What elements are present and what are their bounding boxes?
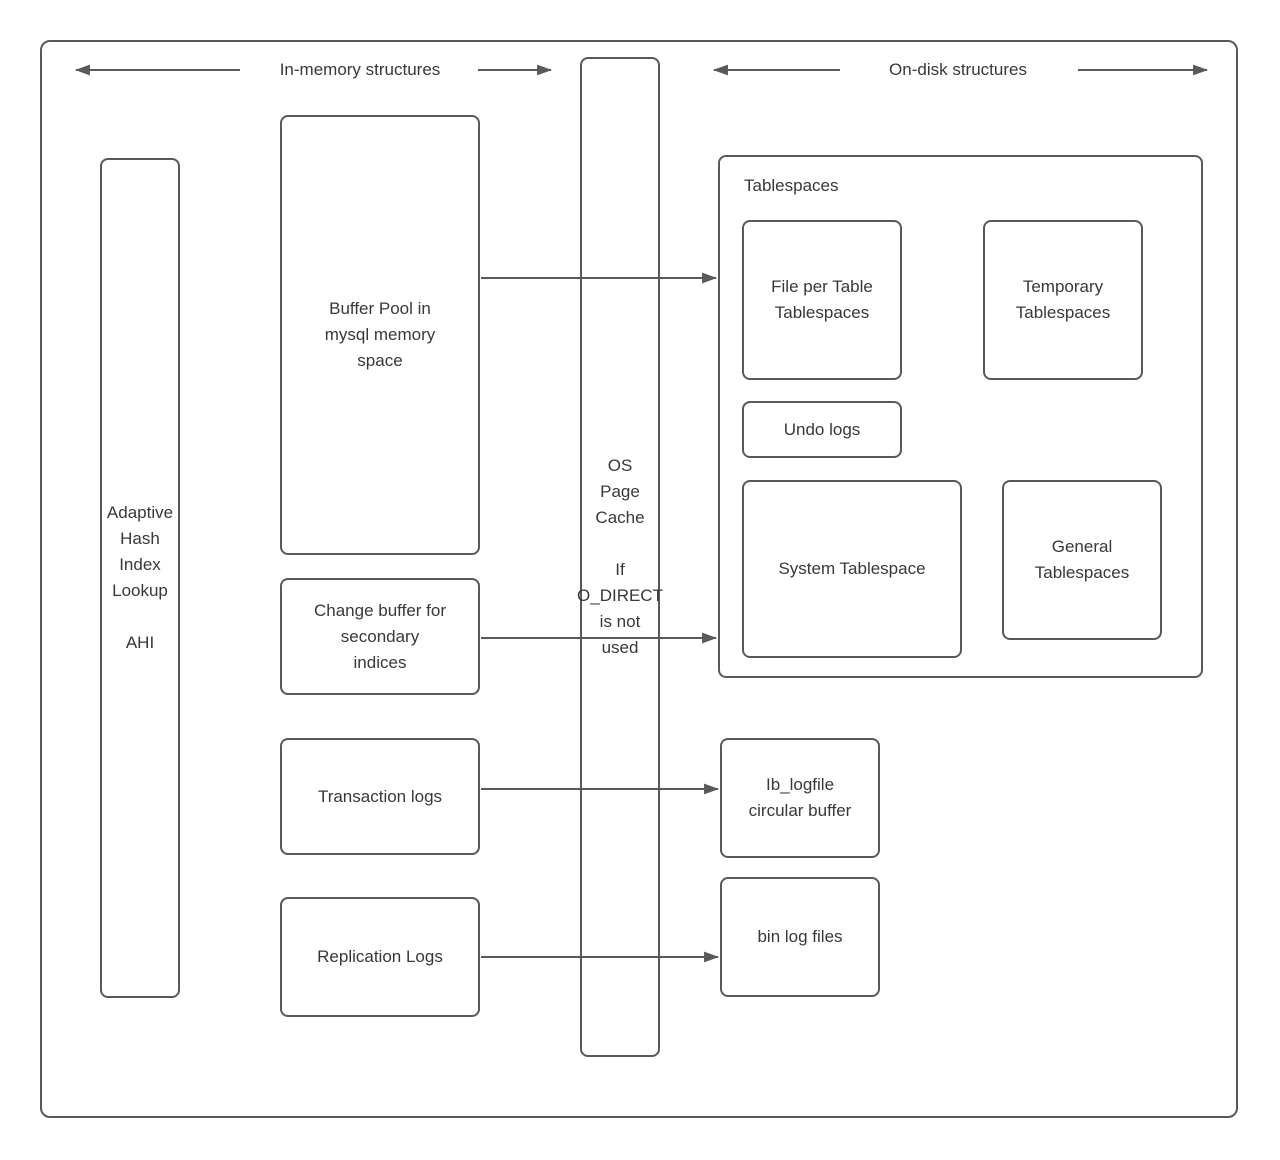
file-per-table-tablespaces-node: File per Table Tablespaces: [742, 220, 902, 380]
change-buffer-node: Change buffer for secondary indices: [280, 578, 480, 695]
bin-log-files-label: bin log files: [757, 927, 843, 946]
general-tablespaces-label: General Tablespaces: [1034, 537, 1130, 582]
temporary-tablespaces-node: Temporary Tablespaces: [983, 220, 1143, 380]
file-per-table-tablespaces-label: File per Table Tablespaces: [771, 277, 873, 322]
in-memory-structures-label: In-memory structures: [279, 60, 441, 79]
system-tablespace-label: System Tablespace: [778, 559, 926, 578]
replication-logs-node: Replication Logs: [280, 897, 480, 1017]
os-page-cache-node: OS Page Cache If O_DIRECT is not used: [577, 57, 663, 1057]
general-tablespaces-node: General Tablespaces: [1002, 480, 1162, 640]
transaction-logs-node: Transaction logs: [280, 738, 480, 855]
tablespaces-container: Tablespaces File per Table Tablespaces T…: [718, 155, 1203, 678]
undo-logs-node: Undo logs: [742, 401, 902, 458]
change-buffer-label: Change buffer for secondary indices: [314, 600, 446, 672]
os-page-cache-label: OS Page Cache If O_DIRECT is not used: [577, 456, 663, 657]
system-tablespace-node: System Tablespace: [742, 480, 962, 658]
in-memory-structures-header: In-memory structures: [250, 57, 470, 83]
tablespaces-title: Tablespaces: [744, 176, 839, 195]
temporary-tablespaces-label: Temporary Tablespaces: [1015, 277, 1111, 322]
replication-logs-label: Replication Logs: [317, 947, 443, 966]
buffer-pool-label: Buffer Pool in mysql memory space: [324, 299, 436, 370]
ib-logfile-node: Ib_logfile circular buffer: [720, 738, 880, 858]
ib-logfile-label: Ib_logfile circular buffer: [748, 775, 852, 820]
buffer-pool-node: Buffer Pool in mysql memory space: [280, 115, 480, 555]
adaptive-hash-index-node: Adaptive Hash Index Lookup AHI: [100, 158, 180, 998]
undo-logs-label: Undo logs: [783, 419, 861, 439]
transaction-logs-label: Transaction logs: [317, 786, 443, 806]
on-disk-structures-label: On-disk structures: [889, 60, 1027, 79]
bin-log-files-node: bin log files: [720, 877, 880, 997]
on-disk-structures-header: On-disk structures: [848, 57, 1068, 83]
adaptive-hash-index-label: Adaptive Hash Index Lookup AHI: [106, 503, 174, 652]
